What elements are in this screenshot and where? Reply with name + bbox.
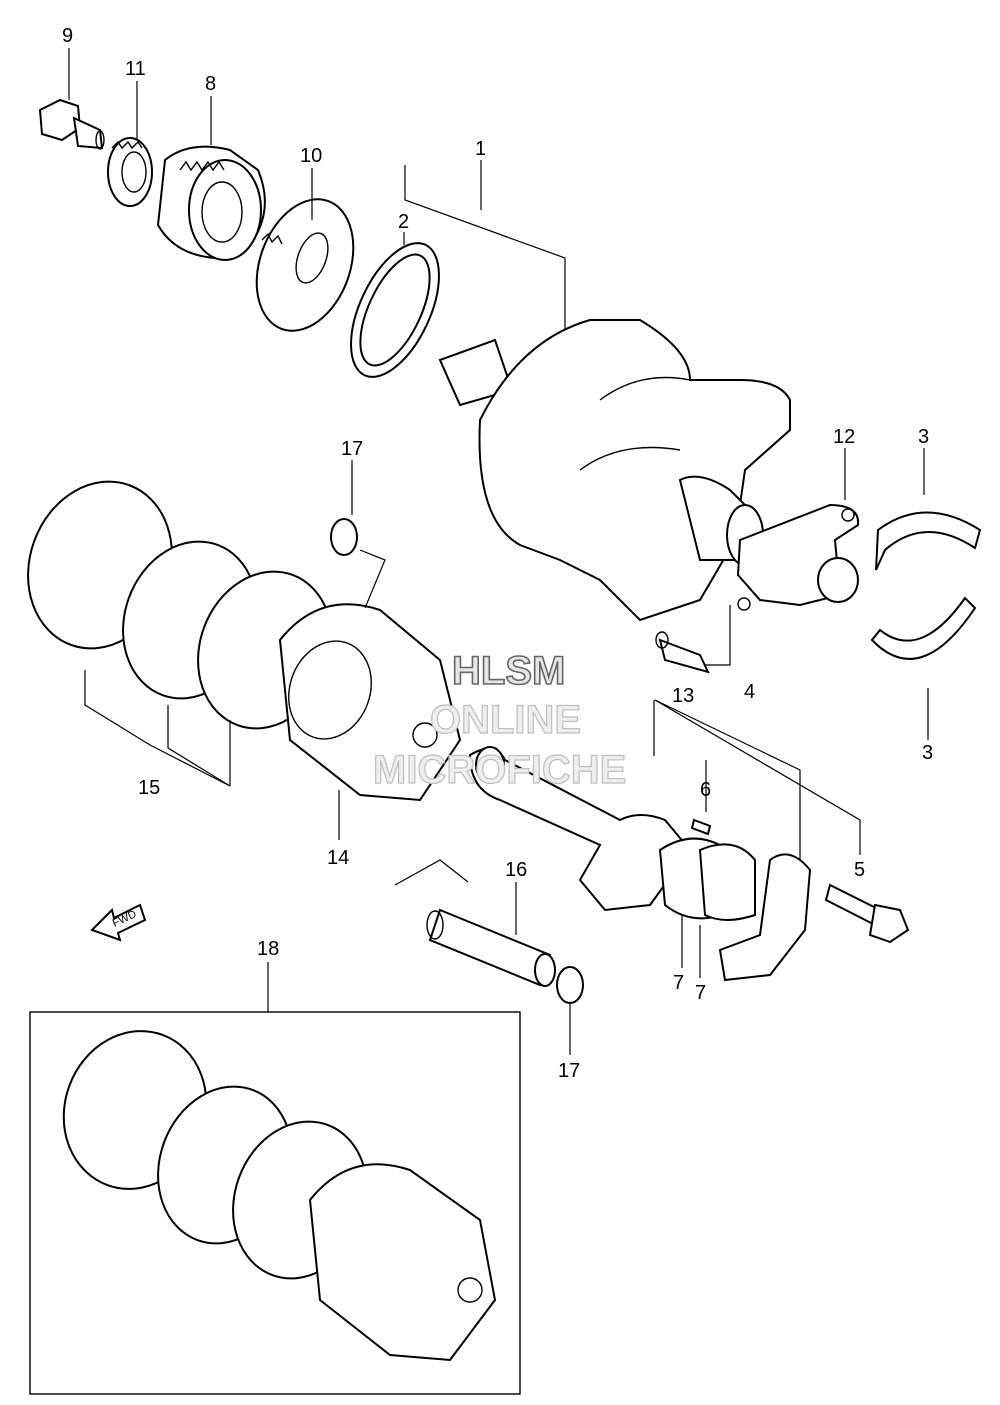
watermark-line-2: ONLINE: [430, 698, 581, 742]
callout-8: 8: [205, 73, 216, 95]
callout-11: 11: [125, 58, 146, 80]
watermark-line-1: HLSM: [452, 649, 565, 693]
leader-lines: [68, 48, 929, 1055]
crank-bearing-upper-part-3: [875, 511, 982, 571]
callout-17-bottom: 17: [558, 1060, 580, 1082]
connecting-rod-part-4: [468, 746, 692, 912]
forward-direction-arrow: [90, 903, 147, 942]
callout-10: 10: [300, 145, 322, 167]
callout-7-a: 7: [673, 972, 684, 994]
crankshaft-part-1: [438, 319, 791, 622]
piston-set-box: [29, 1011, 521, 1395]
rod-bolt-part-5: [824, 883, 910, 944]
drive-gear-part-10: [255, 198, 355, 332]
piston-part-14: [278, 603, 462, 802]
callout-4: 4: [744, 681, 755, 703]
piston-pin-circlip-part-17-bottom: [556, 966, 584, 1004]
piston-pin-part-16: [426, 908, 556, 987]
callout-16: 16: [505, 859, 527, 881]
rod-bearing-part-7-b: [698, 843, 756, 921]
watermark-line-3: MICROFICHE: [373, 748, 626, 792]
callout-3-top: 3: [918, 426, 929, 448]
piston-pin-circlip-part-17-top: [330, 518, 358, 556]
callout-18: 18: [257, 938, 279, 960]
callout-7-b: 7: [695, 982, 706, 1004]
callout-15: 15: [138, 777, 160, 799]
callout-5: 5: [854, 859, 865, 881]
crank-bearing-lower-part-3: [870, 596, 977, 660]
callout-1: 1: [475, 138, 486, 160]
bearing-holder-part-12: [736, 503, 860, 611]
callout-17-top: 17: [341, 438, 363, 460]
piston-set-part-18: [62, 1030, 497, 1362]
crank-gear-part-11: [107, 137, 153, 207]
callout-2: 2: [398, 211, 409, 233]
callout-3-bottom: 3: [922, 742, 933, 764]
callout-13: 13: [672, 685, 694, 707]
callout-14: 14: [327, 847, 349, 869]
flange-bolt-part-9: [38, 98, 105, 150]
callout-9: 9: [62, 25, 73, 47]
callout-6: 6: [700, 779, 711, 801]
thrust-washer-part-2: [350, 242, 440, 378]
screw-part-13: [655, 631, 710, 674]
primary-gear-part-8: [156, 145, 266, 261]
callout-12: 12: [833, 426, 855, 448]
dowel-part-6: [690, 818, 712, 836]
rod-cap: [718, 853, 812, 982]
